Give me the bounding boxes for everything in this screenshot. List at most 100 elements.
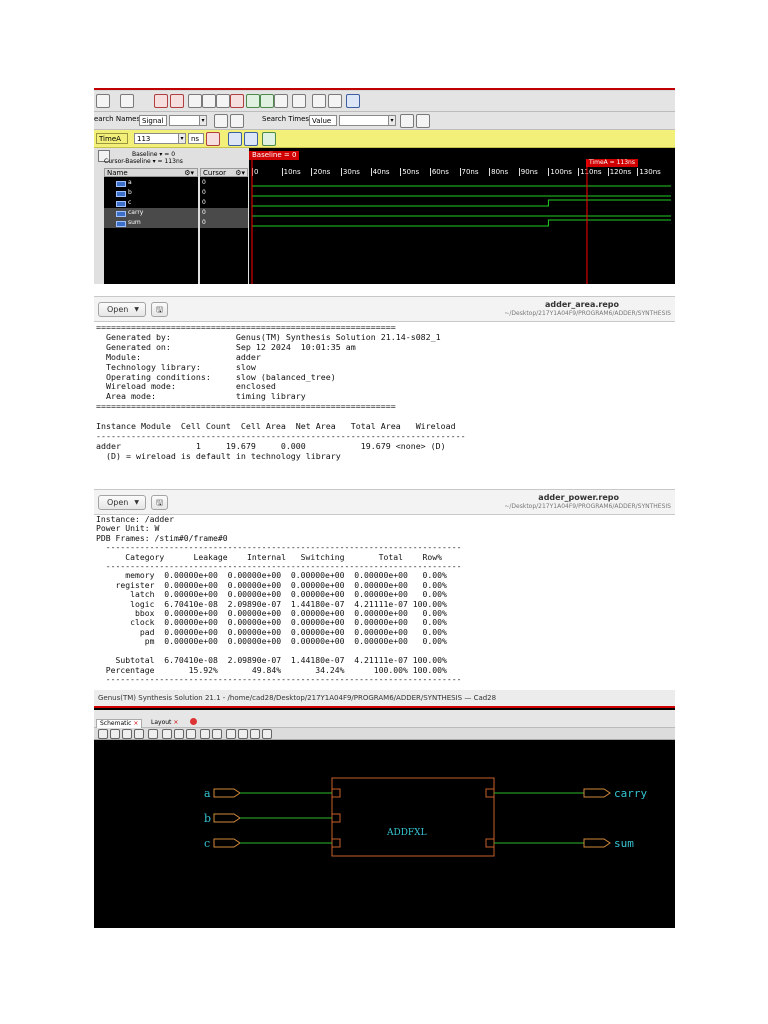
timea-marker[interactable]: TimeA = 113ns xyxy=(585,159,638,167)
cursor-toolbar: TimeA 113 ▾ ns xyxy=(94,130,675,148)
search-names-dropdown[interactable]: ▾ xyxy=(199,115,207,126)
search-prev-icon[interactable] xyxy=(230,114,244,128)
title-separator xyxy=(94,706,675,708)
cursor-right-icon[interactable] xyxy=(244,132,258,146)
hierarchy-up-icon[interactable] xyxy=(162,729,172,739)
group-icon[interactable] xyxy=(260,94,274,108)
signal-row-c[interactable]: c xyxy=(104,198,198,208)
settings-icon[interactable] xyxy=(250,729,260,739)
copy-icon[interactable] xyxy=(202,94,216,108)
search-toolbar: earch Names: Signal ▾ Search Times: Valu… xyxy=(94,112,675,130)
back-icon[interactable] xyxy=(174,729,184,739)
time-tick xyxy=(548,168,550,176)
signal-name-a: a xyxy=(128,179,132,186)
input-port-b[interactable] xyxy=(213,813,241,823)
paste-icon[interactable] xyxy=(216,94,230,108)
power-report-text[interactable]: Instance: /adder Power Unit: W PDB Frame… xyxy=(96,514,462,684)
snapshot-icon[interactable] xyxy=(238,729,248,739)
signal-row-carry[interactable]: carry xyxy=(104,208,198,218)
cursor-value-c: 0 xyxy=(202,199,206,206)
zoom-out-icon[interactable] xyxy=(122,729,132,739)
zoom-area-icon[interactable] xyxy=(134,729,144,739)
color-icon[interactable] xyxy=(346,94,360,108)
search-names-mode[interactable]: Signal xyxy=(139,115,167,126)
radix-icon[interactable] xyxy=(312,94,326,108)
baseline-marker[interactable]: Baseline = 0 xyxy=(249,151,300,160)
find-icon[interactable] xyxy=(292,94,306,108)
input-label-a: a xyxy=(204,787,211,800)
undo-icon[interactable] xyxy=(154,94,168,108)
select-icon[interactable] xyxy=(200,729,210,739)
close-all-icon[interactable] xyxy=(190,718,197,725)
signal-row-b[interactable]: b xyxy=(104,188,198,198)
main-toolbar xyxy=(94,91,675,112)
close-icon[interactable]: × xyxy=(173,719,179,726)
input-port-c[interactable] xyxy=(213,838,241,848)
save-button[interactable]: 🖫 xyxy=(151,302,168,317)
name-header-label: Name xyxy=(107,169,128,177)
search-times-next-icon[interactable] xyxy=(400,114,414,128)
time-tick-label: 120ns xyxy=(609,168,632,176)
search-times-dropdown[interactable]: ▾ xyxy=(388,115,396,126)
signal-name-column: Name⚙▾ a b c carry sum xyxy=(104,168,198,284)
time-tick-label: 60ns xyxy=(431,168,449,176)
search-times-input[interactable] xyxy=(339,115,395,126)
file-path: ~/Desktop/217Y1A04F9/PROGRAM6/ADDER/SYNT… xyxy=(504,310,671,317)
signal-row-sum[interactable]: sum xyxy=(104,218,198,228)
cursor-time-dropdown[interactable]: ▾ xyxy=(178,133,186,144)
search-times-label: Search Times: xyxy=(262,115,312,123)
refresh-icon[interactable] xyxy=(148,729,158,739)
zoom-in-icon[interactable] xyxy=(110,729,120,739)
search-times-prev-icon[interactable] xyxy=(416,114,430,128)
time-tick xyxy=(429,168,431,176)
chevron-down-icon: ▼ xyxy=(134,499,139,506)
output-port-carry[interactable] xyxy=(583,788,611,798)
zoom-icon[interactable] xyxy=(262,132,276,146)
open-button[interactable]: Open▼ xyxy=(98,302,146,317)
time-tick xyxy=(370,168,372,176)
schematic-viewer: Genus(TM) Synthesis Solution 21.1 - /hom… xyxy=(94,690,675,928)
file-title: adder_area.repo xyxy=(544,300,619,309)
print-icon[interactable] xyxy=(328,94,342,108)
delete-icon[interactable] xyxy=(230,94,244,108)
area-report-text[interactable]: ========================================… xyxy=(96,322,466,461)
forward-icon[interactable] xyxy=(186,729,196,739)
time-tick xyxy=(489,168,491,176)
signal-row-a[interactable]: a xyxy=(104,178,198,188)
input-label-c: c xyxy=(204,837,210,850)
cursor-column-header[interactable]: Cursor⚙▾ xyxy=(200,168,248,177)
time-unit-select[interactable]: ns xyxy=(188,133,204,144)
list-icon[interactable] xyxy=(274,94,288,108)
cursor-marker-icon[interactable] xyxy=(206,132,220,146)
highlight-icon[interactable] xyxy=(212,729,222,739)
time-tick xyxy=(578,168,580,176)
add-signal-icon[interactable] xyxy=(246,94,260,108)
time-tick-label: 80ns xyxy=(491,168,509,176)
output-port-sum[interactable] xyxy=(583,838,611,848)
save-button[interactable]: 🖫 xyxy=(151,495,168,510)
waveform-viewer: earch Names: Signal ▾ Search Times: Valu… xyxy=(94,88,675,284)
tab-schematic[interactable]: Schematic × xyxy=(96,719,143,728)
cursor-select[interactable]: TimeA xyxy=(96,133,128,144)
cursor-left-icon[interactable] xyxy=(228,132,242,146)
cell-pin-b xyxy=(331,813,341,823)
print-icon[interactable] xyxy=(226,729,236,739)
cell-box[interactable] xyxy=(331,777,495,857)
open-button[interactable]: Open ▼ xyxy=(98,495,146,510)
close-icon[interactable]: × xyxy=(133,720,139,727)
zoom-fit-icon[interactable] xyxy=(98,729,108,739)
cursor-value-b: 0 xyxy=(202,189,206,196)
schematic-canvas[interactable]: a b c carry sum ADDFXL xyxy=(94,740,675,928)
open-icon[interactable] xyxy=(96,94,110,108)
input-port-a[interactable] xyxy=(213,788,241,798)
redo-icon[interactable] xyxy=(170,94,184,108)
open-button-label: Open xyxy=(107,498,129,507)
name-column-header[interactable]: Name⚙▾ xyxy=(104,168,198,177)
search-next-icon[interactable] xyxy=(214,114,228,128)
search-times-mode[interactable]: Value xyxy=(309,115,337,126)
search-icon[interactable] xyxy=(262,729,272,739)
window-icon[interactable] xyxy=(120,94,134,108)
tab-layout[interactable]: Layout × xyxy=(148,719,181,727)
cut-icon[interactable] xyxy=(188,94,202,108)
